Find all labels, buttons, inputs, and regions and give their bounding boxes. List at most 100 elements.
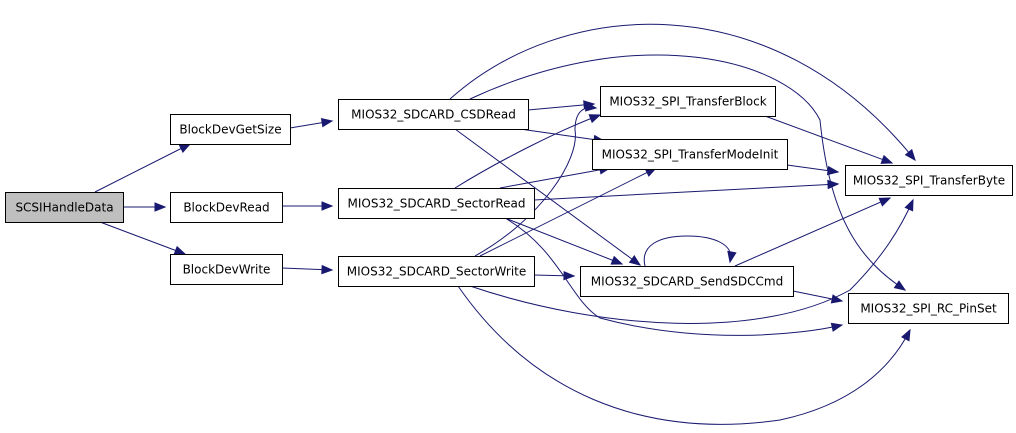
node-spi-transfer-byte[interactable]: MIOS32_SPI_TransferByte	[845, 165, 1013, 196]
arrow-head-icon	[878, 197, 892, 207]
arrow-head-icon	[880, 154, 894, 164]
node-label: MIOS32_SPI_TransferModeInit	[602, 148, 779, 162]
edge-scsi_handle_data-to-block_dev_read	[123, 202, 167, 212]
arrow-head-icon	[178, 143, 192, 153]
arrow-head-icon	[585, 102, 598, 112]
node-label: BlockDevWrite	[183, 263, 271, 277]
node-label: MIOS32_SDCARD_SectorRead	[348, 197, 526, 211]
arrow-head-icon	[826, 165, 840, 176]
edge-spi_transfer_block-to-spi_transfer_byte	[764, 115, 894, 164]
node-box	[848, 293, 1009, 324]
arrow-head-icon	[563, 271, 576, 281]
node-block-dev-write[interactable]: BlockDevWrite	[170, 254, 283, 285]
arrow-head-icon	[827, 179, 840, 190]
edge-sector_write-to-send_sdc_cmd	[533, 271, 576, 281]
edge-line	[527, 103, 595, 111]
edge-block_dev_read-to-sector_read	[282, 201, 334, 211]
arrow-head-icon	[321, 264, 334, 275]
arrow-head-icon	[610, 255, 624, 265]
arrow-head-icon	[727, 250, 737, 264]
node-sector-read[interactable]: MIOS32_SDCARD_SectorRead	[338, 188, 535, 219]
edge-csd_read-to-spi_transfer_byte	[449, 23, 916, 162]
edge-sector_read-to-send_sdc_cmd	[504, 217, 624, 265]
edge-line	[533, 183, 839, 201]
edge-line	[519, 128, 605, 142]
edge-sector_write-to-spi_transfer_block	[474, 102, 598, 257]
node-block-dev-read[interactable]: BlockDevRead	[170, 192, 283, 223]
node-sector-write[interactable]: MIOS32_SDCARD_SectorWrite	[338, 256, 535, 287]
node-box	[338, 188, 535, 219]
edge-sector_read-to-spi_rc_pin_set	[504, 217, 844, 336]
arrow-head-icon	[904, 198, 914, 212]
arrow-head-icon	[901, 328, 911, 342]
node-csd-read[interactable]: MIOS32_SDCARD_CSDRead	[338, 99, 529, 130]
node-label: MIOS32_SDCARD_SendSDCCmd	[591, 275, 783, 289]
node-spi-transfer-mode-init[interactable]: MIOS32_SPI_TransferModeInit	[592, 139, 788, 170]
edge-line	[469, 54, 906, 291]
edge-line	[474, 107, 597, 257]
node-label: BlockDevGetSize	[179, 123, 281, 137]
node-label: MIOS32_SPI_TransferByte	[853, 174, 1005, 188]
edge-line	[99, 221, 186, 255]
edge-scsi_handle_data-to-block_dev_get_size	[94, 143, 192, 193]
edge-line	[94, 143, 191, 193]
node-label: MIOS32_SDCARD_CSDRead	[351, 108, 516, 122]
node-box	[338, 99, 529, 130]
edge-spi_transfer_mode_init-to-spi_transfer_byte	[786, 164, 840, 176]
edge-line	[504, 217, 843, 336]
edge-scsi_handle_data-to-block_dev_write	[99, 221, 187, 255]
edge-send_sdc_cmd-to-spi_transfer_byte	[734, 197, 892, 267]
edge-sector_read-to-spi_transfer_block	[454, 114, 602, 189]
node-send-sdc-cmd[interactable]: MIOS32_SDCARD_SendSDCCmd	[580, 266, 794, 297]
node-label: BlockDevRead	[183, 201, 269, 215]
edge-line	[504, 217, 623, 265]
edge-line	[643, 235, 732, 267]
edge-line	[454, 114, 601, 189]
arrow-head-icon	[320, 118, 334, 128]
edge-send_sdc_cmd-to-spi_rc_pin_set	[792, 290, 844, 304]
edge-block_dev_get_size-to-csd_read	[289, 118, 334, 129]
edge-line	[479, 167, 657, 257]
edge-line	[457, 285, 911, 425]
arrow-head-icon	[588, 114, 602, 124]
node-box	[580, 266, 794, 297]
arrow-head-icon	[830, 294, 844, 304]
node-label: MIOS32_SPI_RC_PinSet	[860, 302, 997, 316]
edge-csd_read-to-send_sdc_cmd	[454, 128, 642, 266]
arrow-head-icon	[904, 148, 916, 162]
edge-line	[764, 115, 893, 164]
edge-line	[454, 128, 641, 266]
node-block-dev-get-size[interactable]: BlockDevGetSize	[170, 114, 291, 145]
edge-csd_read-to-spi_rc_pin_set	[469, 54, 907, 291]
nodes-layer: SCSIHandleData BlockDevGetSizeBlockDevRea…	[5, 86, 1013, 324]
node-box	[170, 114, 291, 145]
edge-line	[449, 23, 916, 161]
node-box	[845, 165, 1013, 196]
arrow-head-icon	[173, 245, 187, 255]
arrow-head-icon	[893, 280, 907, 291]
edge-line	[469, 199, 914, 324]
node-spi-rc-pin-set[interactable]: MIOS32_SPI_RC_PinSet	[848, 293, 1009, 324]
arrow-head-icon	[154, 202, 167, 212]
node-spi-transfer-block[interactable]: MIOS32_SPI_TransferBlock	[600, 86, 776, 117]
node-box	[592, 139, 788, 170]
edge-line	[734, 197, 891, 267]
arrow-head-icon	[830, 322, 844, 332]
edge-sector_write-to-spi_transfer_byte	[469, 198, 914, 324]
node-label: SCSIHandleData	[15, 201, 113, 215]
node-box	[5, 192, 124, 223]
edge-line	[499, 167, 611, 189]
node-scsi-handle-data: SCSIHandleData	[5, 192, 124, 223]
arrow-head-icon	[628, 255, 642, 266]
node-box	[338, 256, 535, 287]
node-label: MIOS32_SPI_TransferBlock	[609, 95, 766, 109]
node-box	[600, 86, 776, 117]
edge-sector_write-to-spi_rc_pin_set	[457, 285, 911, 425]
node-box	[170, 254, 283, 285]
edge-block_dev_write-to-sector_write	[281, 264, 334, 275]
node-label: MIOS32_SDCARD_SectorWrite	[347, 265, 527, 279]
edge-send_sdc_cmd-to-send_sdc_cmd	[643, 235, 737, 267]
arrow-head-icon	[321, 201, 334, 211]
edges-layer	[94, 23, 916, 425]
